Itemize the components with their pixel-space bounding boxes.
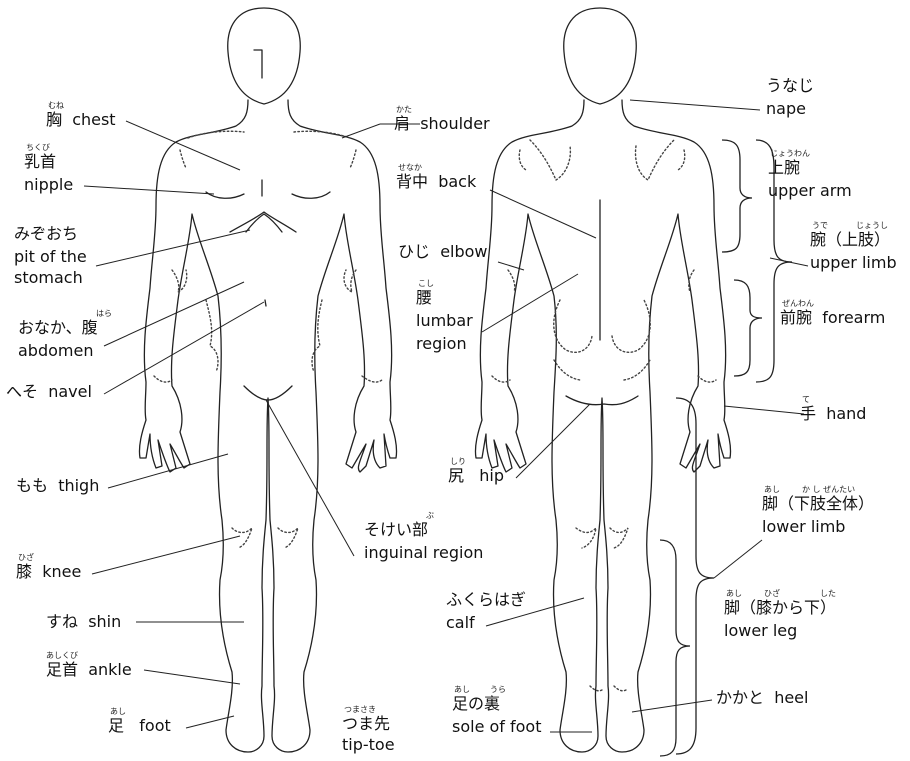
label-sole-of-foot: あし うら 足の裏 sole of foot <box>452 696 542 736</box>
label-back: せなか 背中 back <box>396 174 476 191</box>
label-upper-limb: うで じょうし 腕（上肢） upper limb <box>810 232 897 272</box>
label-knee: ひざ 膝 knee <box>16 564 81 581</box>
label-navel: へそ navel <box>6 384 92 401</box>
back-figure <box>475 8 730 752</box>
front-figure <box>139 8 396 752</box>
label-hip: しり 尻 hip <box>448 468 504 485</box>
label-chest: むね 胸 chest <box>46 112 116 129</box>
label-lumbar-region: こし 腰 lumbar region <box>416 290 473 352</box>
label-upper-arm: じょうわん 上腕 upper arm <box>768 160 852 200</box>
label-calf: ふくらはぎ calf <box>446 592 526 632</box>
label-shoulder: かた 肩 shoulder <box>394 116 490 133</box>
label-pit-of-stomach: みぞおち pit of the stomach <box>14 226 87 286</box>
label-heel: かかと heel <box>716 690 808 707</box>
label-nape: うなじ nape <box>766 78 814 118</box>
leader-lines <box>84 100 808 732</box>
label-shin: すね shin <box>46 614 121 631</box>
label-forearm: ぜんわん 前腕 forearm <box>780 310 885 327</box>
label-thigh: もも thigh <box>16 478 99 495</box>
label-foot: あし 足 foot <box>108 718 171 735</box>
label-elbow: ひじ elbow <box>398 244 488 261</box>
label-tip-toe: つまさき つま先 tip-toe <box>342 716 395 754</box>
label-abdomen: はら おなか、腹 abdomen <box>18 320 98 360</box>
label-hand: て 手 hand <box>800 406 866 423</box>
label-nipple: ちくび 乳首 nipple <box>24 154 73 194</box>
label-inguinal-region: ぶ そけい部 inguinal region <box>364 522 483 562</box>
label-ankle: あしくび 足首 ankle <box>46 662 132 679</box>
label-lower-limb: あし か し ぜんたい 脚（下肢全体） lower limb <box>762 496 874 536</box>
label-lower-leg: あし ひざ した 脚（膝から下） lower leg <box>724 600 836 640</box>
